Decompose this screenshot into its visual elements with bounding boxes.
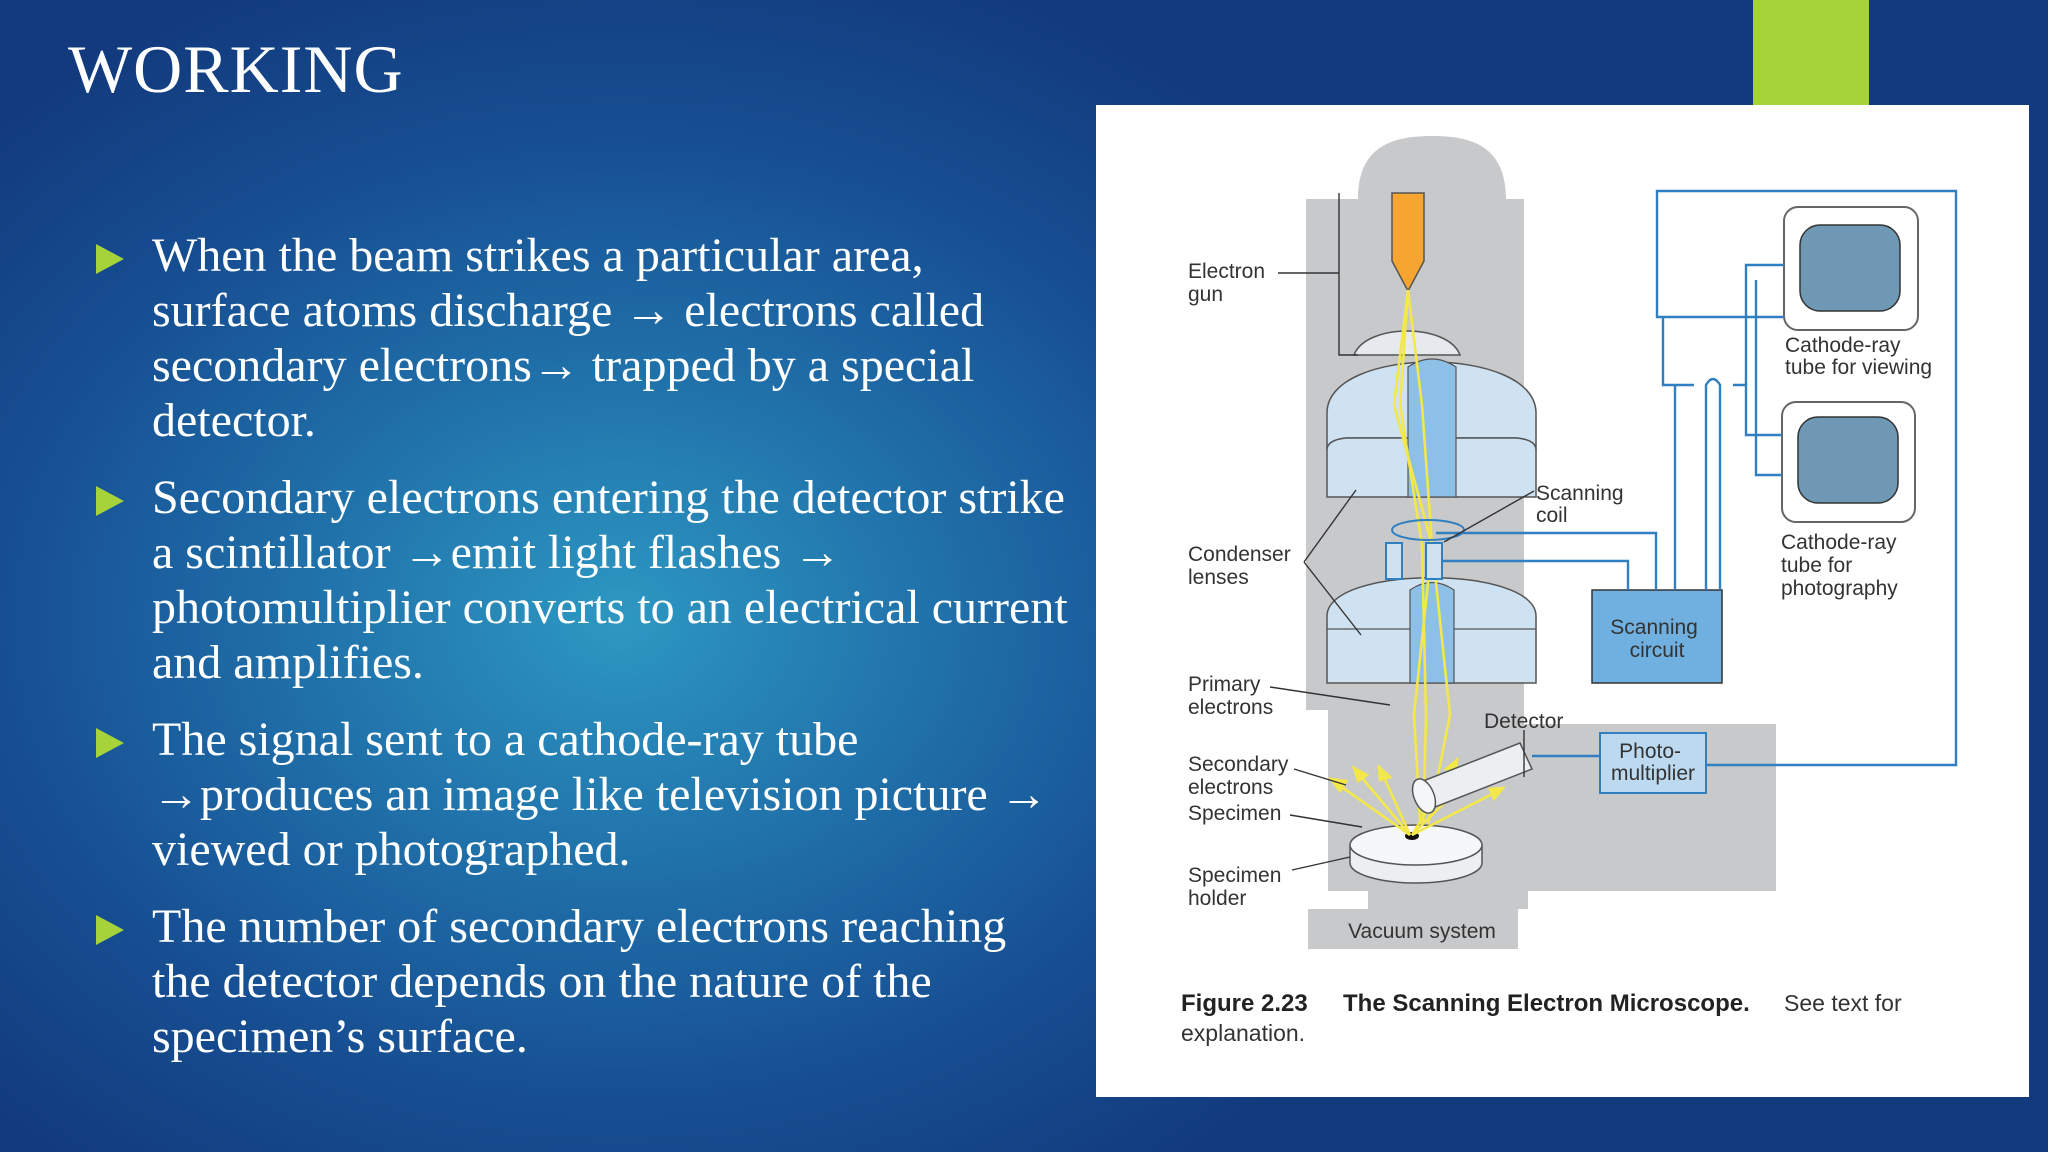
bullet-item: When the beam strikes a particular area,…: [96, 228, 1071, 448]
bullet-item: Secondary electrons entering the detecto…: [96, 470, 1071, 690]
label-specimen-holder: Specimen holder: [1188, 864, 1287, 910]
label-scanning-circuit: Scanning circuit: [1610, 616, 1703, 662]
triangle-bullet-icon: [96, 915, 124, 945]
label-photomultiplier: Photo- multiplier: [1611, 740, 1695, 785]
wiring: [1436, 189, 1958, 767]
bullet-text: Secondary electrons entering the detecto…: [152, 471, 1068, 689]
label-vacuum-system: Vacuum system: [1348, 920, 1496, 943]
triangle-bullet-icon: [96, 486, 124, 516]
figure-caption: Figure 2.23 The Scanning Electron Micros…: [1181, 990, 1902, 1017]
slide-title: WORKING: [68, 31, 404, 107]
electron-filament: [1391, 192, 1425, 293]
label-condenser-lenses: Condenser lenses: [1188, 543, 1297, 589]
triangle-bullet-icon: [96, 244, 124, 274]
label-specimen: Specimen: [1188, 802, 1281, 825]
bullet-list: When the beam strikes a particular area,…: [96, 228, 1071, 1086]
scanning-circuit-box: [1591, 589, 1723, 684]
label-crt-viewing: Cathode-ray tube for viewing: [1785, 334, 1932, 379]
condenser-lens-lower: [1326, 577, 1537, 684]
detector: [1411, 742, 1534, 814]
condenser-lens-upper: [1326, 358, 1537, 498]
bullet-text: The number of secondary electrons reachi…: [152, 900, 1007, 1063]
bullet-text: When the beam strikes a particular area,…: [152, 229, 985, 447]
label-detector: Detector: [1484, 710, 1563, 733]
vacuum-system-box: [1308, 909, 1518, 949]
bullet-text: The signal sent to a cathode-ray tube →p…: [152, 713, 1048, 876]
label-crt-photography: Cathode-ray tube for photography: [1781, 531, 1902, 600]
bullet-item: The number of secondary electrons reachi…: [96, 899, 1071, 1064]
bullet-item: The signal sent to a cathode-ray tube →p…: [96, 712, 1071, 877]
label-electron-gun: Electron gun: [1188, 260, 1271, 306]
sem-figure-panel: Electron gun Condenser lenses Primary el…: [1096, 105, 2029, 1097]
label-scanning-coil: Scanning coil: [1536, 482, 1629, 527]
crt-photography-monitor: [1781, 401, 1916, 523]
label-secondary-electrons: Secondary electrons: [1188, 753, 1294, 799]
triangle-bullet-icon: [96, 728, 124, 758]
specimen-holder: [1349, 824, 1483, 884]
microscope-column: [1306, 136, 1776, 909]
crt-viewing-monitor: [1783, 206, 1919, 331]
label-primary-electrons: Primary electrons: [1188, 673, 1273, 719]
photomultiplier-box: [1599, 732, 1707, 794]
leader-lines: [1269, 193, 1535, 871]
figure-caption-continued: explanation.: [1181, 1020, 1305, 1046]
accent-bar: [1753, 0, 1869, 105]
sem-diagram: Electron gun Condenser lenses Primary el…: [1181, 136, 1958, 1046]
